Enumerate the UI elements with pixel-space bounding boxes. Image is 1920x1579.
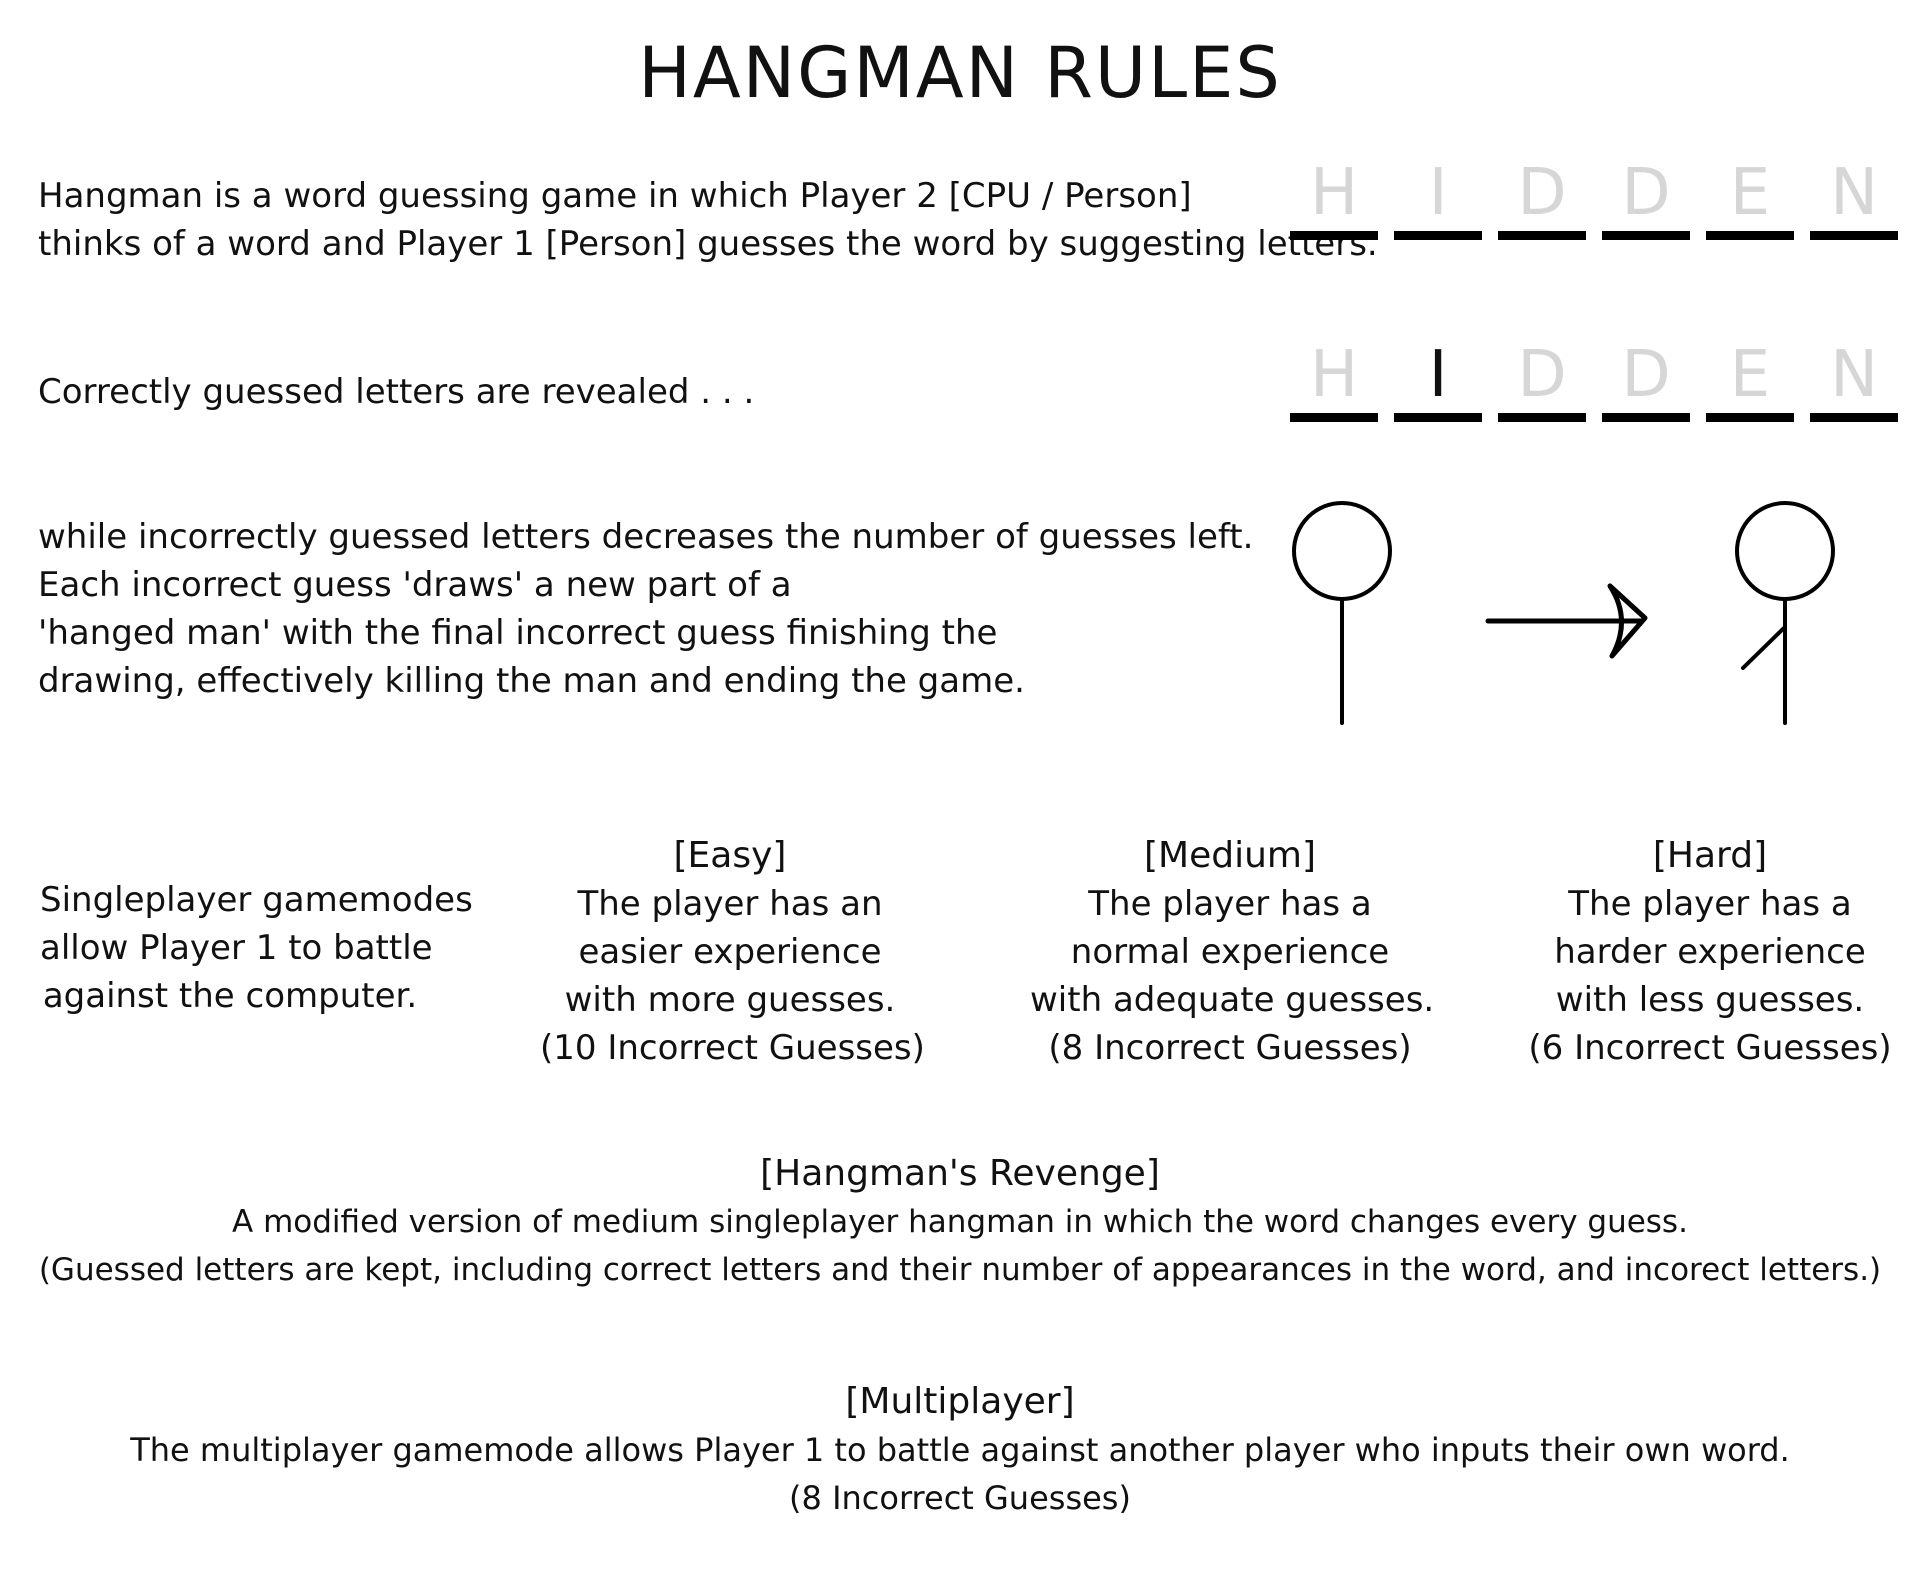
incorrect-line-3: 'hanged man' with the final incorrect gu… (38, 613, 998, 653)
intro-text: Hangman is a word guessing game in which… (38, 172, 1378, 268)
hangman-head-body-icon (1292, 501, 1392, 725)
letter: E (1729, 338, 1771, 412)
medium-mode-card: [Medium] The player has a normal experie… (1030, 832, 1435, 1072)
letter-slot: I (1394, 158, 1482, 240)
letter-underline (1810, 413, 1898, 422)
hidden-word-display: H I D D E N (1290, 158, 1898, 240)
easy-line-2: easier experience (578, 932, 882, 972)
letter-underline (1706, 231, 1794, 240)
right-arrow-icon (1485, 583, 1648, 659)
easy-guess-count: (10 Incorrect Guesses) (540, 1028, 925, 1068)
letter-slot: D (1602, 340, 1690, 422)
hard-mode-title: [Hard] (1652, 835, 1768, 876)
letter: N (1830, 338, 1878, 412)
hard-guess-count: (6 Incorrect Guesses) (1528, 1028, 1892, 1068)
revenge-line-2: (Guessed letters are kept, including cor… (38, 1252, 1882, 1288)
medium-line-3: with adequate guesses. (1030, 980, 1435, 1020)
letter-underline (1290, 231, 1378, 240)
letter-underline (1706, 413, 1794, 422)
letter-underline (1810, 231, 1898, 240)
letter-slot: D (1602, 158, 1690, 240)
letter-underline (1394, 231, 1482, 240)
revenge-line-1: A modified version of medium singleplaye… (232, 1204, 1688, 1240)
hard-line-2: harder experience (1554, 932, 1866, 972)
singleplayer-description: Singleplayer gamemodes allow Player 1 to… (40, 876, 473, 1020)
hard-line-1: The player has a (1568, 884, 1852, 924)
letter: D (1517, 338, 1567, 412)
letter-slot: E (1706, 158, 1794, 240)
easy-mode-card: [Easy] The player has an easier experien… (540, 832, 925, 1072)
hangman-head-body-arm-icon (1735, 501, 1835, 725)
hangman-head (1292, 501, 1392, 601)
letter-slot: H (1290, 340, 1378, 422)
letter: D (1621, 338, 1671, 412)
easy-mode-title: [Easy] (673, 835, 787, 876)
medium-guess-count: (8 Incorrect Guesses) (1048, 1028, 1412, 1068)
letter: N (1830, 156, 1878, 230)
easy-line-3: with more guesses. (564, 980, 896, 1020)
medium-line-2: normal experience (1070, 932, 1390, 972)
incorrect-line-1: while incorrectly guessed letters decrea… (38, 517, 1254, 557)
letter: D (1621, 156, 1671, 230)
revealed-word-display: H I D D E N (1290, 340, 1898, 422)
hangman-progress-illustration (1292, 501, 1835, 725)
letter-underline (1602, 231, 1690, 240)
letter-slot: H (1290, 158, 1378, 240)
letter-slot: I (1394, 340, 1482, 422)
medium-mode-title: [Medium] (1143, 835, 1317, 876)
letter-underline (1290, 413, 1378, 422)
intro-line-1: Hangman is a word guessing game in which… (38, 176, 1192, 216)
singleplayer-line-2: allow Player 1 to battle (40, 928, 433, 968)
multiplayer-mode-title: [Multiplayer] (845, 1381, 1075, 1422)
hangman-head (1735, 501, 1835, 601)
letter-revealed: I (1428, 338, 1448, 412)
letter: E (1729, 156, 1771, 230)
letter: H (1309, 338, 1359, 412)
letter-slot: E (1706, 340, 1794, 422)
letter-slot: D (1498, 340, 1586, 422)
page-title: HANGMAN RULES (638, 32, 1282, 114)
singleplayer-line-1: Singleplayer gamemodes (40, 880, 473, 920)
letter-underline (1394, 413, 1482, 422)
letter-slot: D (1498, 158, 1586, 240)
medium-line-1: The player has a (1088, 884, 1372, 924)
letter: D (1517, 156, 1567, 230)
incorrect-line-2: Each incorrect guess 'draws' a new part … (38, 565, 792, 605)
easy-line-1: The player has an (577, 884, 883, 924)
incorrect-line-4: drawing, effectively killing the man and… (38, 661, 1025, 701)
revenge-mode-title: [Hangman's Revenge] (760, 1153, 1160, 1194)
multiplayer-line-1: The multiplayer gamemode allows Player 1… (130, 1431, 1790, 1469)
multiplayer-guess-count: (8 Incorrect Guesses) (789, 1479, 1131, 1517)
letter-slot: N (1810, 158, 1898, 240)
revenge-mode-section: [Hangman's Revenge] A modified version o… (0, 1150, 1920, 1294)
hard-line-3: with less guesses. (1555, 980, 1865, 1020)
revealed-text: Correctly guessed letters are revealed .… (38, 372, 755, 412)
intro-line-2: thinks of a word and Player 1 [Person] g… (38, 224, 1378, 264)
letter: H (1309, 156, 1359, 230)
letter-underline (1602, 413, 1690, 422)
singleplayer-line-3: against the computer. (42, 976, 418, 1016)
multiplayer-mode-section: [Multiplayer] The multiplayer gamemode a… (0, 1378, 1920, 1522)
hangman-arm (1741, 625, 1787, 670)
letter: I (1428, 156, 1448, 230)
letter-slot: N (1810, 340, 1898, 422)
letter-underline (1498, 231, 1586, 240)
incorrect-guess-text: while incorrectly guessed letters decrea… (38, 513, 1253, 705)
hard-mode-card: [Hard] The player has a harder experienc… (1520, 832, 1900, 1072)
letter-underline (1498, 413, 1586, 422)
